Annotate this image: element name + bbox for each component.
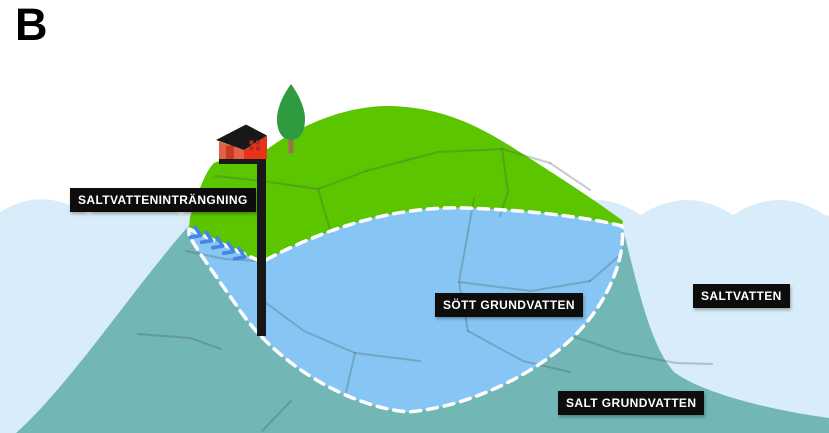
house-icon xyxy=(216,124,267,159)
intrusion-chevron-arrows xyxy=(188,225,247,261)
chevron-icon xyxy=(188,225,203,239)
island-hill xyxy=(189,105,623,262)
chevron-icon xyxy=(221,241,236,255)
label-saltwater: SALTVATTEN xyxy=(693,284,790,308)
chevron-icon xyxy=(232,246,247,261)
label-saltwater-intrusion: SALTVATTENINTRÄNGNING xyxy=(70,188,256,212)
well-icon xyxy=(219,158,266,336)
label-salt-groundwater: SALT GRUNDVATTEN xyxy=(558,391,705,415)
panel-letter: B xyxy=(15,0,48,50)
lens-dashed-border xyxy=(187,206,625,414)
chevron-icon xyxy=(210,235,225,250)
chevron-icon xyxy=(199,230,214,244)
tree-icon xyxy=(277,84,305,153)
bedrock-cracks xyxy=(137,148,713,432)
label-fresh-groundwater: SÖTT GRUNDVATTEN xyxy=(435,293,583,317)
freshwater-lens xyxy=(189,207,623,412)
